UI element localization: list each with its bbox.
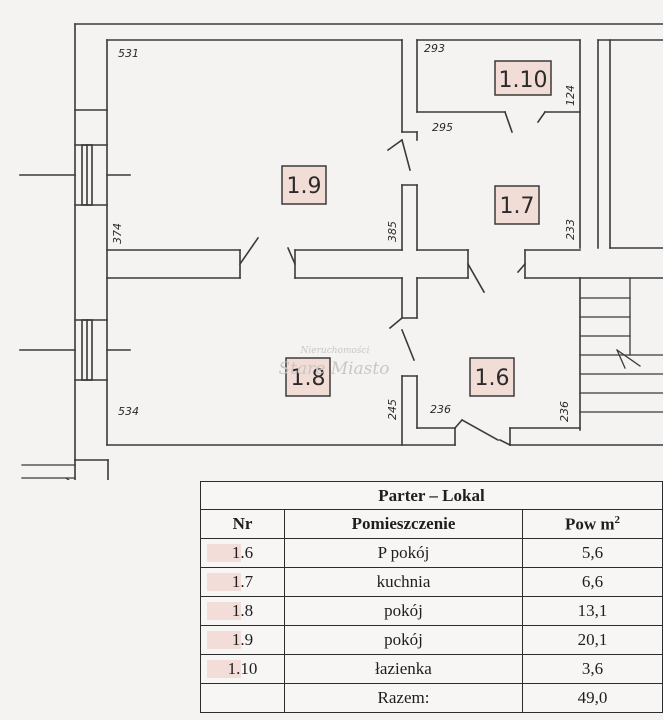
room-label-1-10: 1.10 (499, 68, 548, 93)
table-row: 1.7 kuchnia 6,6 (200, 567, 663, 597)
dimension-534: 534 (118, 405, 139, 418)
total-empty-cell (200, 683, 285, 713)
header-area-sup: 2 (614, 513, 621, 526)
outer-walls (74, 23, 663, 480)
dimension-374: 374 (111, 223, 124, 244)
dimensions: 531 293 124 295 374 385 233 534 245 236 … (111, 42, 577, 422)
watermark-line-2: Stare Miasto (279, 359, 390, 379)
row-nr: 1.7 (200, 567, 285, 597)
row-area: 5,6 (522, 538, 663, 568)
header-room: Pomieszczenie (284, 509, 523, 539)
room-label-1-8: 1.8 (291, 366, 326, 391)
table-row: 1.9 pokój 20,1 (200, 625, 663, 655)
table-total-row: Razem: 49,0 (200, 683, 663, 713)
watermark-line-1: Nieruchomości (300, 345, 370, 356)
floor-plan: 1.10 1.9 1.7 1.8 1.6 531 293 124 295 374… (19, 23, 663, 480)
table-row: 1.10 łazienka 3,6 (200, 654, 663, 684)
dimension-531: 531 (118, 47, 139, 60)
room-label-1-7: 1.7 (500, 194, 535, 219)
dimension-293: 293 (424, 42, 445, 55)
stairs-left (21, 464, 76, 480)
row-area: 20,1 (522, 625, 663, 655)
row-nr: 1.8 (200, 596, 285, 626)
row-room: pokój (284, 625, 523, 655)
total-area: 49,0 (522, 683, 663, 713)
dimension-124: 124 (564, 85, 577, 106)
doors (238, 110, 547, 447)
table-row: 1.8 pokój 13,1 (200, 596, 663, 626)
windows (19, 109, 131, 381)
table-title: Parter – Lokal (200, 481, 663, 510)
bathroom-walls (401, 39, 581, 249)
watermark: Nieruchomości Stare Miasto (279, 345, 390, 379)
dimension-236-b: 236 (558, 401, 571, 422)
dimension-236-a: 236 (430, 403, 451, 416)
dimension-245: 245 (386, 399, 399, 420)
table-header-row: Nr Pomieszczenie Pow m2 (200, 509, 663, 539)
header-area: Pow m2 (522, 509, 663, 539)
table-row: 1.6 P pokój 5,6 (200, 538, 663, 568)
header-area-label: Pow m (564, 514, 615, 534)
inner-walls (106, 184, 581, 446)
dimension-233: 233 (564, 219, 577, 240)
row-room: łazienka (284, 654, 523, 684)
room-label-1-6: 1.6 (475, 366, 510, 391)
stairs-right (579, 277, 663, 413)
room-area-table: Parter – Lokal Nr Pomieszczenie Pow m2 1… (200, 481, 663, 713)
room-label-boxes (281, 60, 552, 397)
dimension-295: 295 (432, 121, 453, 134)
row-nr: 1.9 (200, 625, 285, 655)
row-nr: 1.6 (200, 538, 285, 568)
row-area: 6,6 (522, 567, 663, 597)
row-area: 3,6 (522, 654, 663, 684)
row-area: 13,1 (522, 596, 663, 626)
row-room: P pokój (284, 538, 523, 568)
header-nr: Nr (200, 509, 285, 539)
total-label: Razem: (284, 683, 523, 713)
dimension-385: 385 (386, 221, 399, 242)
row-nr: 1.10 (200, 654, 285, 684)
row-room: pokój (284, 596, 523, 626)
row-room: kuchnia (284, 567, 523, 597)
room-label-1-9: 1.9 (287, 174, 322, 199)
room-labels: 1.10 1.9 1.7 1.8 1.6 (287, 68, 548, 391)
right-walls (579, 39, 663, 431)
